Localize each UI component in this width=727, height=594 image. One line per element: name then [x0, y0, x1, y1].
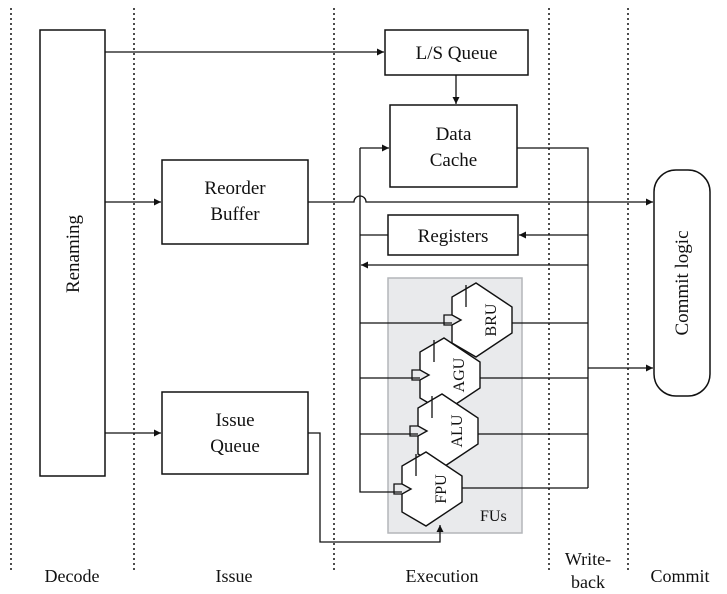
stage-label-writeback-1: Write-	[565, 549, 611, 569]
stage-labels: Decode Issue Execution Write- back Commi…	[45, 549, 710, 592]
issue-queue-label-1: Issue	[215, 410, 254, 431]
bru-unit: BRU	[443, 282, 513, 358]
stage-label-writeback-2: back	[571, 572, 605, 592]
stage-label-commit: Commit	[650, 566, 709, 586]
wire-execution-bus	[359, 148, 402, 493]
alu-unit: ALU	[409, 393, 479, 469]
stage-label-decode: Decode	[45, 566, 100, 586]
renaming-label: Renaming	[63, 214, 84, 293]
data-cache-label-2: Cache	[430, 150, 477, 171]
commit-logic-label: Commit logic	[672, 230, 693, 335]
data-cache-block	[389, 104, 518, 188]
reorder-buffer-block	[161, 159, 309, 245]
data-cache-label-1: Data	[436, 124, 472, 145]
ls-queue-label: L/S Queue	[416, 43, 498, 64]
reorder-buffer-label-2: Buffer	[210, 204, 260, 225]
functional-units: BRU AGU ALU FPU	[393, 282, 513, 527]
wire-issuequeue-to-fpu	[308, 432, 444, 543]
registers-label: Registers	[418, 226, 489, 247]
issue-queue-label-2: Queue	[210, 436, 260, 457]
wires	[105, 48, 653, 543]
fpu-label: FPU	[433, 474, 450, 504]
fus-label: FUs	[480, 508, 507, 525]
issue-queue-block	[161, 391, 309, 475]
stage-separators	[10, 8, 629, 570]
alu-label: ALU	[449, 414, 466, 447]
agu-unit: AGU	[411, 337, 481, 413]
agu-label: AGU	[451, 357, 468, 392]
stage-label-execution: Execution	[406, 566, 479, 586]
bru-label: BRU	[483, 303, 500, 336]
ls-queue-block	[384, 29, 529, 76]
stage-label-issue: Issue	[216, 566, 253, 586]
wire-writeback-bus	[517, 147, 589, 488]
fpu-unit: FPU	[393, 451, 463, 527]
reorder-buffer-label-1: Reorder	[204, 178, 266, 199]
renaming-block	[39, 29, 106, 477]
registers-block	[387, 214, 519, 256]
commit-logic-block	[653, 169, 711, 397]
